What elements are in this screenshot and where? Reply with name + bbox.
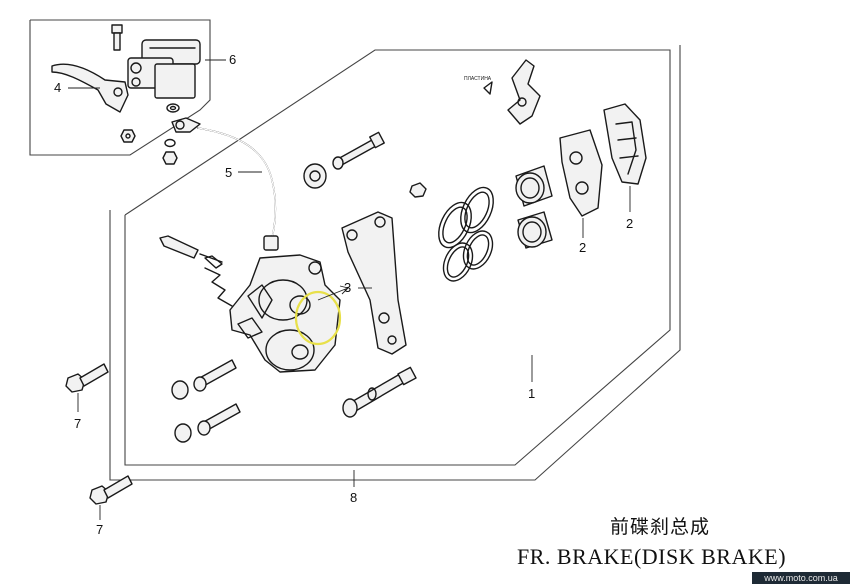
- callout-3: 3: [344, 280, 351, 295]
- caliper-assembly-frame: [124, 49, 671, 466]
- callout-8: 8: [350, 490, 357, 505]
- master-cylinder: [127, 39, 201, 99]
- callout-7a: 7: [74, 416, 81, 431]
- pin-nut-top: [303, 163, 327, 189]
- pistons: [515, 165, 553, 249]
- slide-pin-bottom: [342, 366, 417, 418]
- mounting-bolt-lower: [89, 475, 133, 505]
- caliper-bracket: [341, 211, 407, 355]
- callout-1: 1: [528, 386, 535, 401]
- brake-hose: [171, 117, 279, 251]
- callout-4: 4: [54, 80, 61, 95]
- banjo-washers: [162, 103, 180, 165]
- callout-6: 6: [229, 52, 236, 67]
- outer-assembly-frame: [109, 45, 681, 481]
- lever-nut: [120, 129, 136, 143]
- callout-7b: 7: [96, 522, 103, 537]
- caliper-body: [229, 254, 341, 373]
- watermark: www.moto.com.ua: [752, 572, 850, 584]
- caliper-bolt-upper: [171, 359, 237, 400]
- arrow-3: [317, 285, 350, 301]
- title-english: FR. BRAKE(DISK BRAKE): [517, 544, 787, 569]
- pad-shim: [559, 129, 603, 217]
- brake-pad: [603, 103, 647, 185]
- callout-5: 5: [225, 165, 232, 180]
- title-chinese: 前碟刹总成: [610, 516, 711, 538]
- pad-spring: [204, 267, 233, 307]
- bleeder-valve: [159, 235, 223, 269]
- mounting-bolt-upper: [65, 363, 109, 393]
- small-nut: [409, 182, 427, 198]
- plate-label: ПЛАСТИНА: [464, 76, 492, 82]
- slide-pin-top: [332, 131, 385, 170]
- caliper-bolt-lower: [174, 403, 241, 443]
- piston-seals: [438, 186, 494, 282]
- master-cylinder-bolt: [111, 24, 123, 51]
- brake-lever: [51, 63, 129, 113]
- highlight-circle: [294, 290, 342, 346]
- callout-2b: 2: [579, 240, 586, 255]
- plate-arrow: [483, 81, 493, 95]
- master-cylinder-frame: [29, 19, 211, 156]
- callout-2a: 2: [626, 216, 633, 231]
- pad-clip: [507, 59, 541, 125]
